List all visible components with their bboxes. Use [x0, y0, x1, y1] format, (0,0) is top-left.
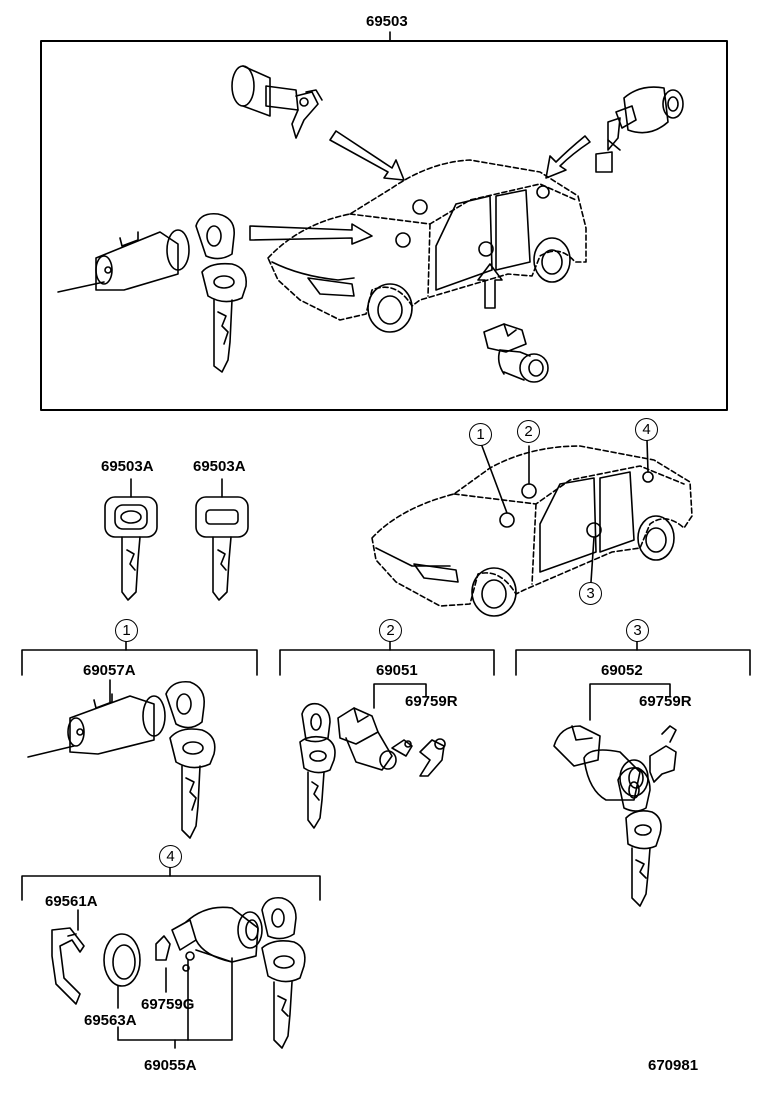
- group-marker-3: 3: [626, 619, 649, 642]
- group-marker-4: 4: [159, 845, 182, 868]
- lock-cylinder-icon: [483, 323, 549, 383]
- clip-icon: [649, 725, 677, 783]
- group-4-bracket: [21, 865, 321, 1049]
- key-icon: [104, 478, 158, 601]
- main-assembly-frame: [40, 31, 728, 411]
- lock-cylinder-icon: [595, 86, 684, 173]
- illustration-number: 670981: [648, 1057, 699, 1074]
- lock-cylinder-icon: [27, 693, 166, 758]
- location-marker-1: 1: [469, 423, 492, 446]
- part-label-69052: 69052: [601, 662, 643, 679]
- ring-icon: [103, 933, 141, 987]
- part-label-69055a: 69055A: [144, 1057, 197, 1074]
- part-label-69759r-b: 69759R: [639, 693, 692, 710]
- clip-icon: [51, 927, 85, 1005]
- group-marker-1: 1: [115, 619, 138, 642]
- key-icon: [299, 702, 336, 829]
- part-label-69759r-a: 69759R: [405, 693, 458, 710]
- lock-cylinder-icon: [231, 65, 323, 139]
- car-icon: [267, 159, 587, 333]
- location-marker-4: 4: [635, 418, 658, 441]
- group-marker-2: 2: [379, 619, 402, 642]
- lock-cylinder-icon: [171, 906, 263, 972]
- lock-cylinder-icon: [57, 229, 190, 293]
- part-label-69563a: 69563A: [84, 1012, 137, 1029]
- car-icon: [371, 439, 693, 617]
- key-icon: [195, 212, 248, 373]
- lock-cylinder-icon: [337, 707, 413, 771]
- group-2-bracket: [279, 640, 495, 709]
- part-label-key-1: 69503A: [101, 458, 154, 475]
- part-label-main: 69503: [366, 13, 408, 30]
- location-marker-2: 2: [517, 420, 540, 443]
- group-1-bracket: [21, 640, 258, 703]
- part-label-key-2: 69503A: [193, 458, 246, 475]
- clip-icon: [155, 935, 171, 961]
- part-label-69051: 69051: [376, 662, 418, 679]
- part-label-69759g: 69759G: [141, 996, 195, 1013]
- part-label-69057a: 69057A: [83, 662, 136, 679]
- key-icon: [617, 766, 662, 907]
- key-icon: [165, 680, 216, 839]
- part-label-69561a: 69561A: [45, 893, 98, 910]
- key-icon: [195, 478, 249, 601]
- group-3-bracket: [515, 640, 751, 721]
- location-marker-3: 3: [579, 582, 602, 605]
- key-icon: [261, 896, 306, 1049]
- clip-icon: [419, 738, 446, 777]
- arrow-icon: [249, 130, 591, 309]
- lock-cylinder-icon: [553, 725, 649, 801]
